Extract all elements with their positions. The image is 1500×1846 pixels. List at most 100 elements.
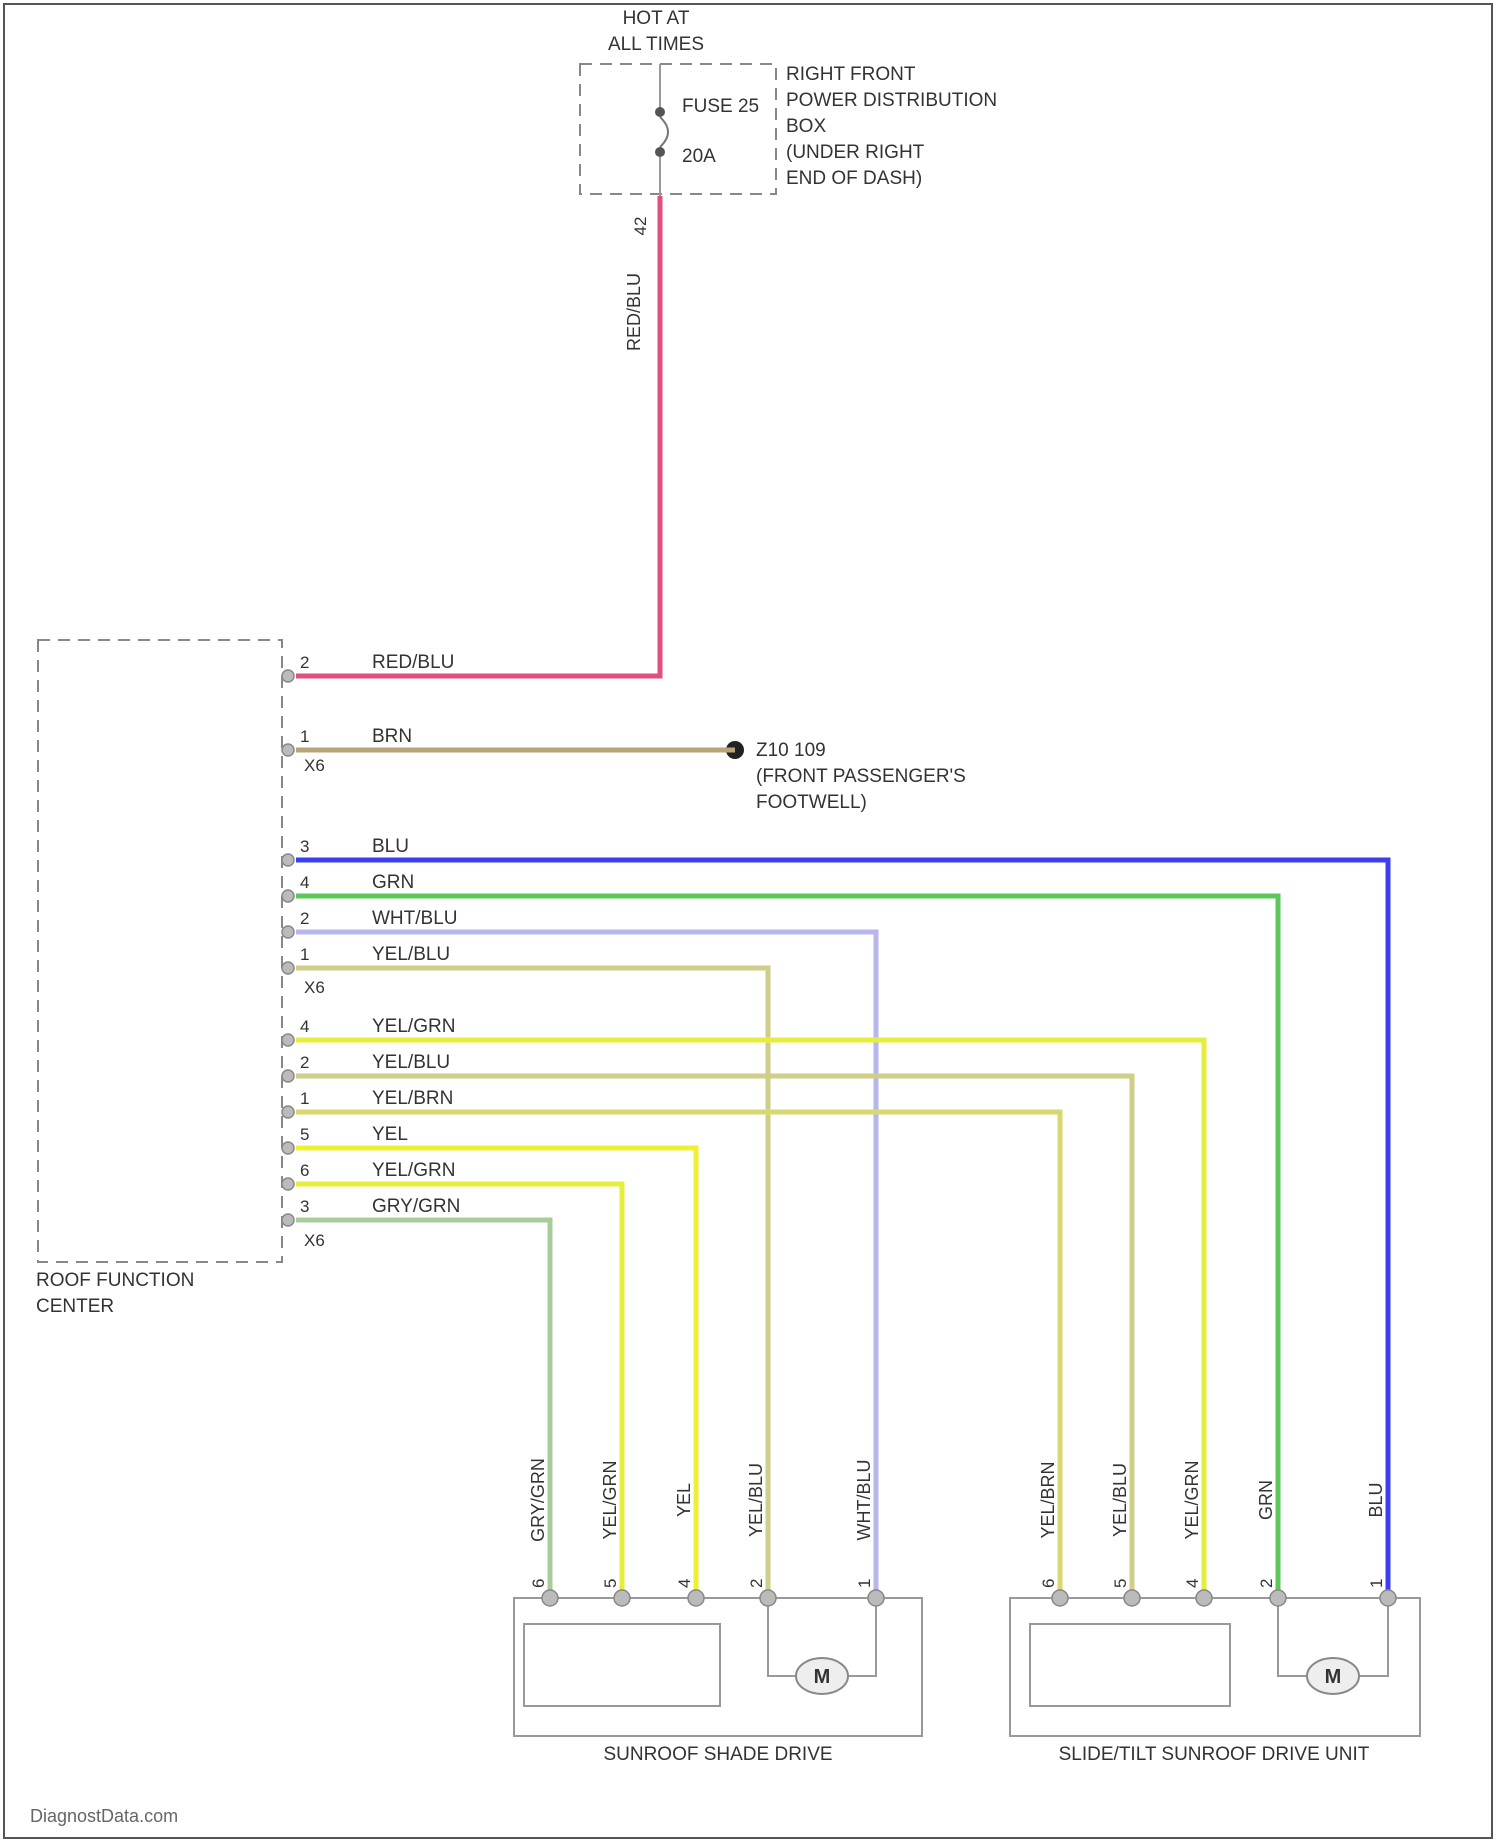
- fuse-icon: [660, 117, 668, 147]
- slide-unit-terminal: [1124, 1590, 1140, 1606]
- module-pin-number: 1: [300, 727, 309, 746]
- shade-drive-terminal: [868, 1590, 884, 1606]
- module-pin-wire-label: YEL/BLU: [372, 944, 450, 965]
- module-pin-terminal: [282, 670, 294, 682]
- power-box-label-3: BOX: [786, 116, 826, 137]
- shade-drive-terminal: [542, 1590, 558, 1606]
- shade-drive-terminal: [760, 1590, 776, 1606]
- roof-function-center-label-2: CENTER: [36, 1296, 114, 1317]
- slide-unit-terminal: [1052, 1590, 1068, 1606]
- fuse-terminal-bottom: [655, 147, 665, 157]
- ground-label-3: FOOTWELL): [756, 792, 867, 813]
- power-wire-label: RED/BLU: [624, 273, 644, 351]
- slide-unit-wire-label: GRN: [1256, 1480, 1276, 1520]
- shade-drive-pin-number: 2: [747, 1579, 766, 1588]
- power-box-label-4: (UNDER RIGHT: [786, 142, 925, 163]
- slide-unit-wire-label: BLU: [1366, 1482, 1386, 1517]
- shade-drive-wire-label: YEL/BLU: [746, 1463, 766, 1537]
- diagram-frame: [4, 4, 1492, 1838]
- module-pin-number: 2: [300, 1053, 309, 1072]
- module-pin-terminal: [282, 1070, 294, 1082]
- module-pin-terminal: [282, 1034, 294, 1046]
- module-pin-number: 5: [300, 1125, 309, 1144]
- shade-drive-terminals: 6 GRY/GRN 5 YEL/GRN 4 YEL 2 YEL/BLU 1 WHT/BLU: [528, 1458, 884, 1606]
- module-connector-x6-a: X6: [304, 756, 325, 775]
- module-pin-terminal: [282, 890, 294, 902]
- module-connector-x6-c: X6: [304, 1231, 325, 1250]
- sunroof-shade-drive-module: [524, 1624, 720, 1706]
- shade-drive-wire-label: YEL: [674, 1483, 694, 1517]
- shade-drive-wire-label: YEL/GRN: [600, 1460, 620, 1539]
- module-pin-wire-label: RED/BLU: [372, 652, 454, 673]
- slide-unit-terminals: 6 YEL/BRN 5 YEL/BLU 4 YEL/GRN 2 GRN 1 BLU: [1038, 1460, 1396, 1606]
- slide-unit-pin-number: 4: [1183, 1579, 1202, 1588]
- power-distribution-box: [580, 64, 776, 194]
- power-box-label-2: POWER DISTRIBUTION: [786, 90, 997, 111]
- power-header-line1: HOT AT: [623, 8, 690, 29]
- shade-drive-pin-number: 5: [601, 1579, 620, 1588]
- fuse-rating: 20A: [682, 146, 716, 167]
- module-pin-number: 1: [300, 945, 309, 964]
- shade-drive-pin-number: 4: [675, 1579, 694, 1588]
- module-pin-number: 3: [300, 837, 309, 856]
- ground-label-1: Z10 109: [756, 740, 826, 761]
- sunroof-shade-drive-box: [514, 1598, 922, 1736]
- slide-unit-wire-label: YEL/BRN: [1038, 1461, 1058, 1538]
- fuse-name: FUSE 25: [682, 96, 759, 117]
- shade-drive-motor-symbol: M: [814, 1666, 831, 1688]
- module-pin-number: 3: [300, 1197, 309, 1216]
- sunroof-shade-drive-label: SUNROOF SHADE DRIVE: [603, 1744, 832, 1765]
- roof-function-center-label-1: ROOF FUNCTION: [36, 1270, 194, 1291]
- module-pin-wire-label: YEL/GRN: [372, 1160, 455, 1181]
- wire-yel-grn-shade: [296, 1184, 622, 1596]
- module-pin-number: 1: [300, 1089, 309, 1108]
- slide-unit-motor-symbol: M: [1325, 1666, 1342, 1688]
- slide-unit-wire-label: YEL/BLU: [1110, 1463, 1130, 1537]
- module-pin-wire-label: YEL/BRN: [372, 1088, 453, 1109]
- module-pin-terminal: [282, 854, 294, 866]
- wire-red-blu-feed: [296, 196, 660, 676]
- module-pin-wire-label: YEL/BLU: [372, 1052, 450, 1073]
- wire-yel: [296, 1148, 696, 1596]
- module-pin-terminal: [282, 1178, 294, 1190]
- wire-group: [296, 750, 1388, 1596]
- shade-drive-pin-number: 6: [529, 1579, 548, 1588]
- module-pin-number: 2: [300, 909, 309, 928]
- wire-yel-blu-slide: [296, 1076, 1132, 1596]
- power-box-label-1: RIGHT FRONT: [786, 64, 916, 85]
- module-pin-number: 4: [300, 1017, 309, 1036]
- power-connector-pin: 42: [631, 217, 650, 236]
- roof-function-center-box: [38, 640, 282, 1262]
- slide-tilt-drive-unit-box: [1010, 1598, 1420, 1736]
- module-pin-wire-label: GRY/GRN: [372, 1196, 460, 1217]
- slide-unit-terminal: [1380, 1590, 1396, 1606]
- module-connector-x6-b: X6: [304, 978, 325, 997]
- slide-unit-pin-number: 6: [1039, 1579, 1058, 1588]
- wire-gry-grn: [296, 1220, 550, 1596]
- module-pin-terminal: [282, 1106, 294, 1118]
- shade-drive-wire-label: GRY/GRN: [528, 1458, 548, 1542]
- ground-label-2: (FRONT PASSENGER'S: [756, 766, 966, 787]
- module-pin-terminal: [282, 1214, 294, 1226]
- slide-tilt-drive-unit-module: [1030, 1624, 1230, 1706]
- shade-drive-terminal: [688, 1590, 704, 1606]
- shade-drive-pin-number: 1: [855, 1579, 874, 1588]
- slide-unit-terminal: [1196, 1590, 1212, 1606]
- module-pin-number: 2: [300, 653, 309, 672]
- shade-drive-terminal: [614, 1590, 630, 1606]
- module-pin-terminal: [282, 1142, 294, 1154]
- module-pin-terminal: [282, 744, 294, 756]
- module-pin-terminal: [282, 926, 294, 938]
- slide-unit-wire-label: YEL/GRN: [1182, 1460, 1202, 1539]
- watermark: DiagnostData.com: [30, 1806, 178, 1826]
- module-pin-number: 4: [300, 873, 309, 892]
- module-pin-terminal: [282, 962, 294, 974]
- shade-drive-wire-label: WHT/BLU: [854, 1460, 874, 1541]
- fuse-terminal-top: [655, 107, 665, 117]
- slide-unit-pin-number: 1: [1367, 1579, 1386, 1588]
- module-pin-wire-label: WHT/BLU: [372, 908, 458, 929]
- slide-unit-pin-number: 2: [1257, 1579, 1276, 1588]
- slide-unit-pin-number: 5: [1111, 1579, 1130, 1588]
